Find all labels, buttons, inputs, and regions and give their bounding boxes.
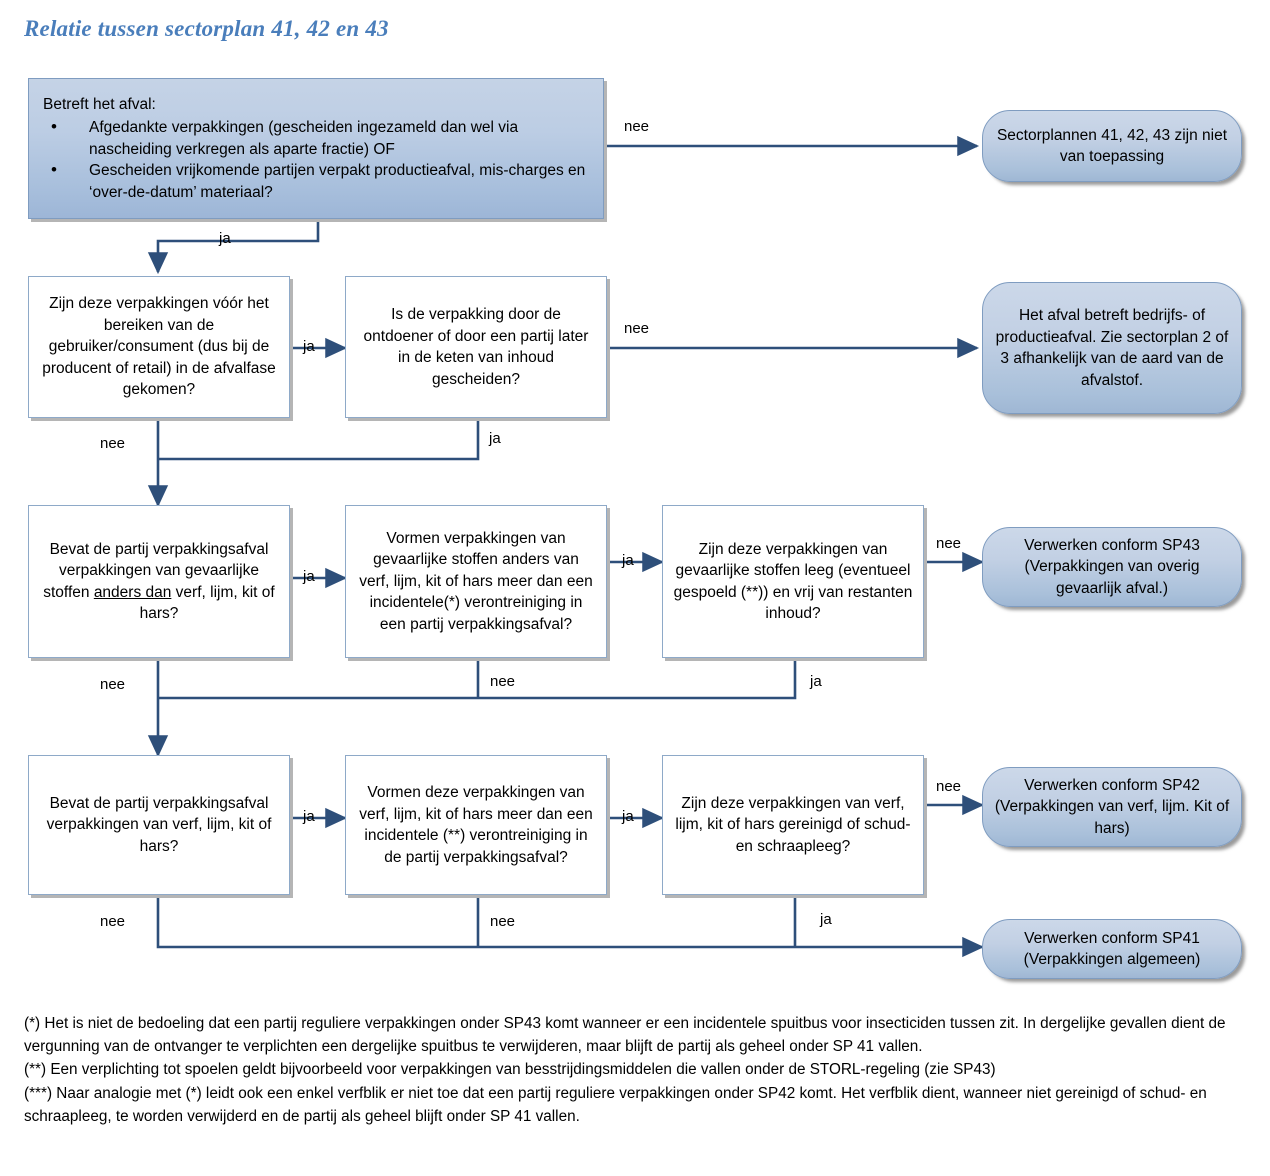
node-outcome-sp43[interactable]: Verwerken conform SP43 (Verpakkingen van…	[982, 527, 1242, 607]
edge-label-r2q1-nee: nee	[100, 435, 126, 452]
edge-label-r3q1-nee: nee	[100, 676, 126, 693]
outcome-not-applicable-label: Sectorplannen 41, 42, 43 zijn niet van t…	[996, 126, 1228, 166]
edge-label-r3q2-ja: ja	[622, 552, 634, 569]
edge-label-r4q2-ja: ja	[622, 808, 634, 825]
edge-r2q2-ja	[158, 418, 480, 461]
node-outcome-sp41[interactable]: Verwerken conform SP41 (Verpakkingen alg…	[982, 919, 1242, 979]
node-lead-question[interactable]: Betreft het afval: Afgedankte verpakking…	[28, 78, 604, 219]
node-q-verontreiniging-gevaarlijk[interactable]: Vormen verpakkingen van gevaarlijke stof…	[345, 505, 607, 658]
q-gereinigd-schraapleeg-label: Zijn deze verpakkingen van verf, lijm, k…	[675, 794, 911, 855]
edge-label-r3q2-nee: nee	[490, 673, 516, 690]
node-q-verf-lijm-kit-hars[interactable]: Bevat de partij verpakkingsafval verpakk…	[28, 755, 290, 895]
q-gevaarlijke-stoffen-label: Bevat de partij verpakkingsafval verpakk…	[29, 539, 289, 625]
list-item: Gescheiden vrijkomende partijen verpakt …	[43, 159, 589, 203]
node-q-inhoud-gescheiden[interactable]: Is de verpakking door de ontdoener of do…	[345, 276, 607, 418]
edge-r4q1-nee	[156, 895, 985, 958]
footnote-2: (**) Een verplichting tot spoelen geldt …	[24, 1061, 996, 1079]
edge-label-lead-nee: nee	[624, 118, 650, 135]
lead-bullet-list: Afgedankte verpakkingen (gescheiden inge…	[43, 116, 589, 203]
q-gevaarlijke-stoffen-emphasis: anders dan	[93, 583, 172, 601]
q-gevaarlijke-stoffen-text-b: verf, lijm, kit of hars?	[139, 583, 275, 623]
edge-r3q3-ja	[158, 658, 797, 700]
q-inhoud-gescheiden-label: Is de verpakking door de ontdoener of do…	[363, 306, 589, 388]
node-outcome-bedrijfsafval[interactable]: Het afval betreft bedrijfs- of productie…	[982, 282, 1242, 414]
edge-label-r4q2-nee: nee	[490, 913, 516, 930]
node-outcome-sp42[interactable]: Verwerken conform SP42 (Verpakkingen van…	[982, 767, 1242, 847]
edge-label-r3q3-nee: nee	[936, 535, 962, 552]
q-verontreiniging-gevaarlijk-label: Vormen verpakkingen van gevaarlijke stof…	[359, 529, 593, 633]
edge-label-r4q1-ja: ja	[303, 808, 315, 825]
outcome-sp41-label: Verwerken conform SP41 (Verpakkingen alg…	[1023, 929, 1201, 969]
node-q-afvalfase[interactable]: Zijn deze verpakkingen vóór het bereiken…	[28, 276, 290, 418]
q-verf-lijm-kit-hars-label: Bevat de partij verpakkingsafval verpakk…	[46, 794, 272, 855]
lead-heading: Betreft het afval:	[43, 95, 156, 113]
q-gevaarlijke-stoffen-text-a: Bevat de partij verpakkingsafval verpakk…	[43, 540, 269, 601]
edge-lead-ja	[147, 219, 320, 275]
page-title: Relatie tussen sectorplan 41, 42 en 43	[24, 16, 389, 41]
q-verontreiniging-verf-label: Vormen deze verpakkingen van verf, lijm,…	[359, 784, 593, 866]
footnotes: (*) Het is niet de bedoeling dat een par…	[24, 1012, 1252, 1128]
outcome-sp43-label: Verwerken conform SP43 (Verpakkingen van…	[1024, 536, 1200, 597]
footnote-1: (*) Het is niet de bedoeling dat een par…	[24, 1015, 1226, 1056]
q-leeg-gespoeld-label: Zijn deze verpakkingen van gevaarlijke s…	[673, 540, 913, 623]
edge-label-r4q3-nee: nee	[936, 778, 962, 795]
outcome-bedrijfsafval-label: Het afval betreft bedrijfs- of productie…	[995, 307, 1229, 389]
edge-label-r4q3-ja: ja	[820, 911, 832, 928]
q-afvalfase-label: Zijn deze verpakkingen vóór het bereiken…	[42, 295, 276, 399]
edge-label-r2q2-ja: ja	[489, 430, 501, 447]
edge-label-r3q1-ja: ja	[303, 568, 315, 585]
edge-label-r2q1-ja: ja	[303, 338, 315, 355]
node-outcome-not-applicable[interactable]: Sectorplannen 41, 42, 43 zijn niet van t…	[982, 110, 1242, 182]
edge-label-r4q1-nee: nee	[100, 913, 126, 930]
edge-label-lead-ja: ja	[219, 230, 231, 247]
edge-label-r3q3-ja: ja	[810, 673, 822, 690]
list-item: Afgedankte verpakkingen (gescheiden inge…	[43, 116, 589, 160]
node-q-gevaarlijke-stoffen[interactable]: Bevat de partij verpakkingsafval verpakk…	[28, 505, 290, 658]
node-q-gereinigd-schraapleeg[interactable]: Zijn deze verpakkingen van verf, lijm, k…	[662, 755, 924, 895]
footnote-3: (***) Naar analogie met (*) leidt ook ee…	[24, 1084, 1207, 1125]
edge-label-r2q2-nee: nee	[624, 320, 650, 337]
node-q-verontreiniging-verf[interactable]: Vormen deze verpakkingen van verf, lijm,…	[345, 755, 607, 895]
node-q-leeg-gespoeld[interactable]: Zijn deze verpakkingen van gevaarlijke s…	[662, 505, 924, 658]
outcome-sp42-label: Verwerken conform SP42 (Verpakkingen van…	[994, 776, 1230, 837]
